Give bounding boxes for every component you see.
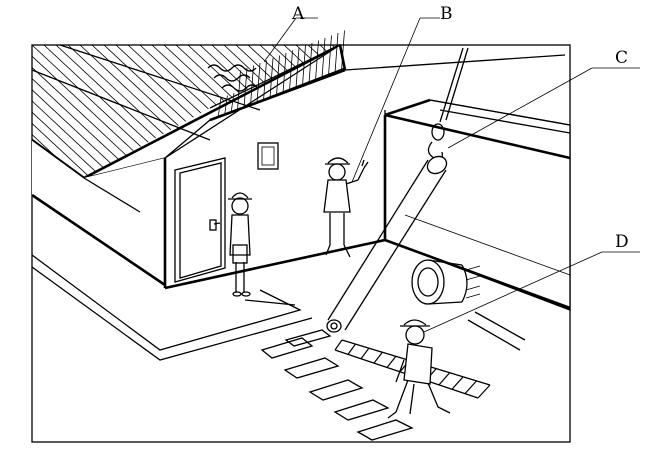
callout-label-c: C [615,48,628,68]
crane-hoist-line [439,47,469,123]
callout-label-b: B [440,4,453,24]
leader-lines [263,17,640,333]
callout-label-d: D [615,232,629,252]
ground-markings [31,254,414,441]
roof-damage-zone [207,64,259,92]
warehouse-door [174,157,226,283]
walking-worker [387,319,451,419]
worker-at-door [228,192,252,297]
waving-worker [323,157,369,258]
suspended-pole [326,155,448,333]
callout-label-a: A [291,4,305,24]
truck-trailer [383,98,571,311]
truck-wheel [411,259,526,351]
